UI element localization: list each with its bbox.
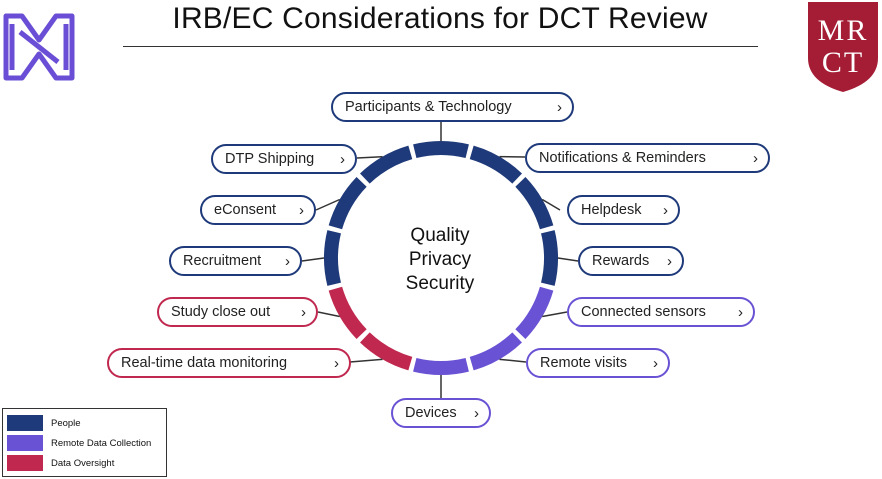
brand-logo-left-icon <box>3 13 75 81</box>
connector-line <box>542 311 568 318</box>
mrct-logo: MR CT <box>808 2 878 92</box>
node-devices[interactable]: Devices› <box>391 398 491 428</box>
node-rewards[interactable]: Rewards› <box>578 246 684 276</box>
connector-line <box>541 198 561 211</box>
chevron-right-icon: › <box>334 354 339 372</box>
chevron-right-icon: › <box>285 252 290 270</box>
node-remote-visits[interactable]: Remote visits› <box>526 348 670 378</box>
center-line-quality: Quality <box>410 225 470 246</box>
title-divider <box>123 46 758 47</box>
node-participants-technology[interactable]: Participants & Technology› <box>331 92 574 122</box>
node-connected-sensors[interactable]: Connected sensors› <box>567 297 755 327</box>
legend: People Remote Data Collection Data Overs… <box>2 408 167 477</box>
chevron-right-icon: › <box>738 303 743 321</box>
svg-text:CT: CT <box>822 46 864 79</box>
node-helpdesk[interactable]: Helpdesk› <box>567 195 680 225</box>
ring-segment-people <box>515 177 554 230</box>
connector-line <box>317 311 340 318</box>
center-line-security: Security <box>405 273 475 294</box>
connector-line <box>356 155 383 159</box>
page-title: IRB/EC Considerations for DCT Review <box>172 2 708 35</box>
ring-segment-people <box>324 230 342 286</box>
ring-segment-remote <box>469 332 522 371</box>
ring-segment-remote <box>413 357 469 375</box>
connector-line <box>315 198 340 211</box>
ring-segment-people <box>540 230 558 286</box>
ring-segment-people <box>328 177 367 230</box>
connector-line <box>557 257 579 262</box>
legend-item-remote: Remote Data Collection <box>7 434 151 452</box>
legend-item-oversight: Data Oversight <box>7 454 114 472</box>
legend-swatch-remote <box>7 435 43 451</box>
ring-segment-oversight <box>328 286 367 339</box>
legend-swatch-oversight <box>7 455 43 471</box>
chevron-right-icon: › <box>340 150 345 168</box>
connector-line <box>349 358 383 363</box>
node-notifications-reminders[interactable]: Notifications & Reminders› <box>525 143 770 173</box>
chevron-right-icon: › <box>299 201 304 219</box>
chevron-right-icon: › <box>667 252 672 270</box>
connector-line <box>301 257 325 262</box>
ring-segment-people <box>360 145 413 184</box>
legend-item-people: People <box>7 414 81 432</box>
chevron-right-icon: › <box>753 149 758 167</box>
ring-segment-people <box>413 141 469 159</box>
chevron-right-icon: › <box>663 201 668 219</box>
legend-swatch-people <box>7 415 43 431</box>
node-study-close-out[interactable]: Study close out› <box>157 297 318 327</box>
node-dtp-shipping[interactable]: DTP Shipping› <box>211 144 357 174</box>
node-econsent[interactable]: eConsent› <box>200 195 316 225</box>
chevron-right-icon: › <box>301 303 306 321</box>
chevron-right-icon: › <box>557 98 562 116</box>
connector-line <box>499 358 527 363</box>
ring-segment-oversight <box>360 332 413 371</box>
node-real-time-data-monitoring[interactable]: Real-time data monitoring› <box>107 348 351 378</box>
ring-segment-remote <box>515 286 554 339</box>
mrct-logo-text: MR <box>818 14 869 47</box>
center-line-privacy: Privacy <box>408 249 472 270</box>
ring-segment-people <box>469 145 522 184</box>
node-recruitment[interactable]: Recruitment› <box>169 246 302 276</box>
chevron-right-icon: › <box>474 404 479 422</box>
center-label: Quality Privacy Security <box>380 224 500 296</box>
chevron-right-icon: › <box>653 354 658 372</box>
